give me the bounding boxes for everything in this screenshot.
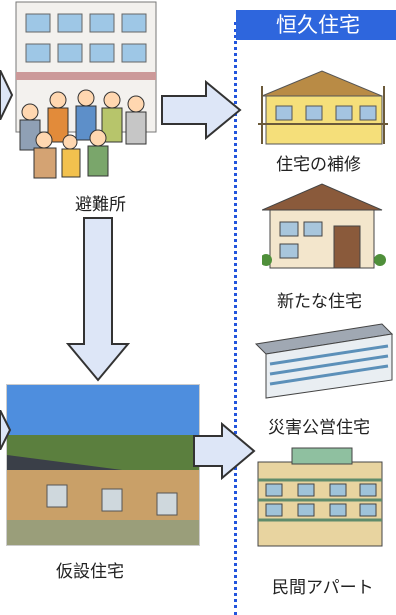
arrow-shelter-to-temporary <box>66 217 130 382</box>
public-housing-illustration <box>254 323 394 399</box>
public-housing-label: 災害公営住宅 <box>268 418 370 438</box>
permanent-housing-header: 恒久住宅 <box>236 10 396 40</box>
incoming-arrow-top <box>0 70 14 120</box>
new-house-label: 新たな住宅 <box>277 292 362 312</box>
shelter-label: 避難所 <box>75 195 126 215</box>
temporary-housing-label: 仮設住宅 <box>56 562 124 582</box>
arrow-shelter-to-permanent <box>161 80 242 140</box>
incoming-arrow-bottom <box>0 410 12 450</box>
private-apartment-illustration <box>257 447 383 547</box>
arrow-temporary-to-permanent <box>193 422 256 480</box>
house-repair-illustration <box>258 70 388 145</box>
repair-label: 住宅の補修 <box>276 155 361 175</box>
shelter-illustration <box>15 1 157 179</box>
private-apartment-label: 民間アパート <box>272 578 374 598</box>
temporary-housing-photo <box>6 384 200 546</box>
new-house-illustration <box>262 183 386 269</box>
